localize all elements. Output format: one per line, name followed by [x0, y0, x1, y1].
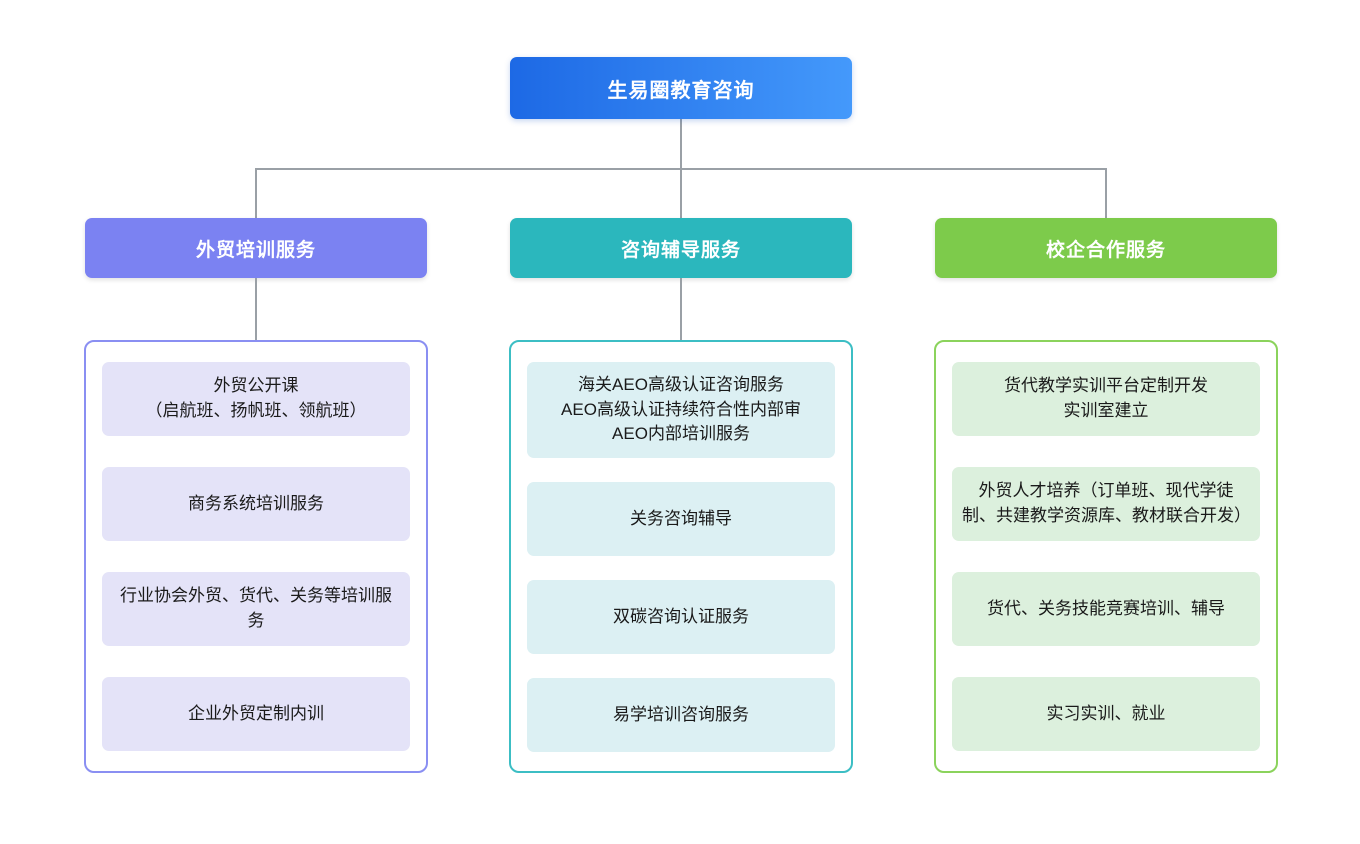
branch-header-school-enterprise[interactable]: 校企合作服务	[935, 218, 1277, 278]
branch-item[interactable]: 外贸公开课 （启航班、扬帆班、领航班）	[102, 362, 410, 436]
branch-header-label: 咨询辅导服务	[620, 239, 741, 261]
connector-branch-2-drop	[680, 168, 682, 218]
branch-item[interactable]: 企业外贸定制内训	[102, 677, 410, 751]
branch-item-label: 易学培训咨询服务	[613, 704, 749, 724]
branch-header-trade-training[interactable]: 外贸培训服务	[85, 218, 427, 278]
branch-header-consulting[interactable]: 咨询辅导服务	[510, 218, 852, 278]
branch-item-label: 实习实训、就业	[1046, 703, 1166, 723]
branch-header-label: 外贸培训服务	[195, 239, 316, 261]
connector-branch-1-drop	[255, 168, 257, 218]
branch-column-consulting: 咨询辅导服务 海关AEO高级认证咨询服务 AEO高级认证持续符合性内部审 AEO…	[509, 218, 853, 778]
branch-item-label: 双碳咨询认证服务	[613, 606, 749, 626]
branch-items-container: 外贸公开课 （启航班、扬帆班、领航班） 商务系统培训服务 行业协会外贸、货代、关…	[84, 340, 428, 773]
root-node-label: 生易圈教育咨询	[607, 79, 755, 102]
branch-column-trade-training: 外贸培训服务 外贸公开课 （启航班、扬帆班、领航班） 商务系统培训服务 行业协会…	[84, 218, 428, 778]
branch-item[interactable]: 行业协会外贸、货代、关务等培训服务	[102, 572, 410, 646]
branch-items-container: 货代教学实训平台定制开发 实训室建立 外贸人才培养（订单班、现代学徒制、共建教学…	[934, 340, 1278, 773]
branch-item[interactable]: 货代教学实训平台定制开发 实训室建立	[952, 362, 1260, 436]
branch-item[interactable]: 双碳咨询认证服务	[527, 579, 835, 654]
branch-items-container: 海关AEO高级认证咨询服务 AEO高级认证持续符合性内部审 AEO内部培训服务 …	[509, 340, 853, 773]
connector-root-drop	[680, 119, 682, 169]
root-node[interactable]: 生易圈教育咨询	[510, 57, 852, 119]
branch-item[interactable]: 商务系统培训服务	[102, 467, 410, 541]
branch-item[interactable]: 实习实训、就业	[952, 677, 1260, 751]
branch-item[interactable]: 外贸人才培养（订单班、现代学徒制、共建教学资源库、教材联合开发）	[952, 467, 1260, 541]
branch-item-label: 商务系统培训服务	[188, 493, 324, 513]
branch-item[interactable]: 货代、关务技能竞赛培训、辅导	[952, 572, 1260, 646]
branch-item-label: 企业外贸定制内训	[188, 703, 324, 723]
branch-item-label: 海关AEO高级认证咨询服务 AEO高级认证持续符合性内部审 AEO内部培训服务	[561, 375, 801, 444]
branch-item[interactable]: 易学培训咨询服务	[527, 677, 835, 752]
connector-branch-3-drop	[1105, 168, 1107, 218]
branch-item-label: 货代、关务技能竞赛培训、辅导	[987, 598, 1225, 618]
branch-item[interactable]: 关务咨询辅导	[527, 481, 835, 556]
branch-item[interactable]: 海关AEO高级认证咨询服务 AEO高级认证持续符合性内部审 AEO内部培训服务	[527, 362, 835, 458]
branch-item-label: 关务咨询辅导	[630, 508, 732, 528]
branch-column-school-enterprise: 校企合作服务 货代教学实训平台定制开发 实训室建立 外贸人才培养（订单班、现代学…	[934, 218, 1278, 778]
branch-item-label: 货代教学实训平台定制开发 实训室建立	[1004, 376, 1208, 420]
connector-header-to-container	[680, 278, 682, 340]
branch-header-label: 校企合作服务	[1045, 239, 1166, 261]
branch-item-label: 外贸公开课 （启航班、扬帆班、领航班）	[145, 376, 367, 420]
branch-item-label: 外贸人才培养（订单班、现代学徒制、共建教学资源库、教材联合开发）	[962, 481, 1251, 525]
branch-item-label: 行业协会外贸、货代、关务等培训服务	[120, 586, 392, 630]
connector-header-to-container	[255, 278, 257, 340]
